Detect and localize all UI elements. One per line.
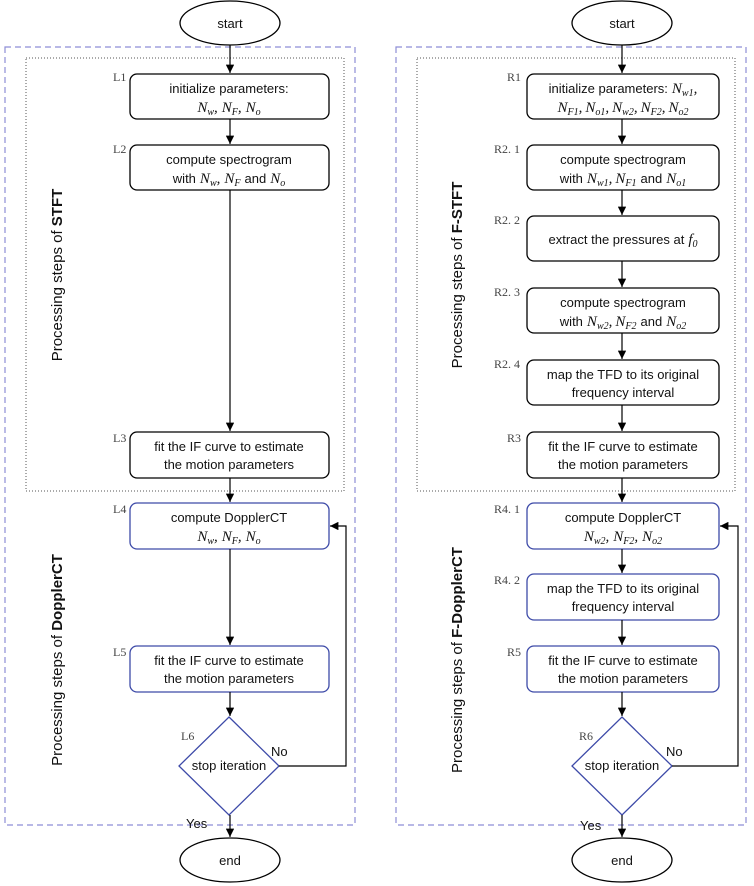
left-l6-text: stop iteration: [192, 758, 266, 773]
left-l1-math: Nw,NF,No: [196, 100, 260, 118]
right-box-r2-1: [526, 144, 720, 191]
right-step-label-r1: R1: [507, 70, 521, 84]
left-step-label-l1: L1: [113, 70, 126, 84]
left-step-label-l3: L3: [113, 431, 126, 445]
left-l3-line1: fit the IF curve to estimate: [154, 439, 304, 454]
right-box-r4-1: [526, 502, 720, 550]
right-arrow-loop-no: [672, 521, 739, 767]
right-r5-line1: fit the IF curve to estimate: [548, 653, 698, 668]
right-flowchart: start R1 initialize parameters:Nw1, NF1,…: [395, 0, 747, 883]
left-section-dct-label: Processing steps of DopplerCT: [49, 554, 66, 766]
left-outer-frame: [4, 46, 356, 826]
right-section-fstft-label: Processing steps of F-STFT: [449, 182, 466, 369]
left-step-label-l4: L4: [113, 502, 126, 516]
right-yes-label: Yes: [580, 818, 602, 833]
right-r4-2-line1: map the TFD to its original: [547, 581, 699, 596]
right-step-label-r2-2: R2. 2: [494, 213, 520, 227]
left-yes-label: Yes: [186, 816, 208, 831]
right-no-label: No: [666, 744, 683, 759]
left-flowchart: start L1 initialize parameters: Nw,NF,No…: [4, 0, 356, 883]
left-arrow-loop-no: [279, 521, 347, 767]
right-step-label-r2-4: R2. 4: [494, 357, 520, 371]
right-r4-2-line2: frequency interval: [572, 599, 675, 614]
right-r4-1-math: Nw2,NF2,No2: [583, 529, 662, 547]
left-section-stft-label: Processing steps of STFT: [49, 189, 66, 362]
right-fstft-frame: [416, 57, 736, 492]
right-step-label-r5: R5: [507, 645, 521, 659]
right-r2-3-line1: compute spectrogram: [560, 295, 686, 310]
right-r4-1-line1: compute DopplerCT: [565, 510, 681, 525]
right-step-label-r2-3: R2. 3: [494, 285, 520, 299]
right-end-text: end: [611, 853, 633, 868]
left-l4-line1: compute DopplerCT: [171, 510, 287, 525]
left-end-terminal: [179, 837, 281, 883]
right-r3-line1: fit the IF curve to estimate: [548, 439, 698, 454]
right-start-text: start: [609, 16, 635, 31]
left-l2-line1: compute spectrogram: [166, 152, 292, 167]
right-box-r3: [526, 431, 720, 479]
right-step-label-r3: R3: [507, 431, 521, 445]
left-l3-line2: the motion parameters: [164, 457, 295, 472]
left-decision-l6: [178, 716, 280, 816]
right-r3-line2: the motion parameters: [558, 457, 689, 472]
left-l5-line1: fit the IF curve to estimate: [154, 653, 304, 668]
right-box-r5: [526, 645, 720, 693]
right-outer-frame: [395, 46, 747, 826]
right-r2-1-line1: compute spectrogram: [560, 152, 686, 167]
right-r1-line1: initialize parameters:Nw1,: [549, 81, 698, 99]
right-r6-text: stop iteration: [585, 758, 659, 773]
right-r5-line2: the motion parameters: [558, 671, 689, 686]
right-r2-4-line1: map the TFD to its original: [547, 367, 699, 382]
right-end-terminal: [571, 837, 673, 883]
left-l5-line2: the motion parameters: [164, 671, 295, 686]
left-l1-line1: initialize parameters:: [169, 81, 288, 96]
right-box-r2-2: [526, 215, 720, 262]
right-box-r2-4: [526, 359, 720, 406]
right-box-r1: [526, 73, 720, 120]
right-r1-math: NF1,No1,Nw2,NF2,No2: [557, 100, 689, 118]
right-section-fdct-label: Processing steps of F-DopplerCT: [449, 547, 466, 773]
right-step-label-r6: R6: [579, 729, 593, 743]
left-no-label: No: [271, 744, 288, 759]
left-step-label-l2: L2: [113, 142, 126, 156]
left-start-text: start: [217, 16, 243, 31]
right-step-label-r4-2: R4. 2: [494, 573, 520, 587]
right-box-r2-3: [526, 287, 720, 334]
left-step-label-l5: L5: [113, 645, 126, 659]
right-r2-4-line2: frequency interval: [572, 385, 675, 400]
right-box-r4-2: [526, 573, 720, 621]
right-step-label-r2-1: R2. 1: [494, 142, 520, 156]
left-step-label-l6: L6: [181, 729, 194, 743]
left-l4-math: Nw,NF,No: [196, 529, 260, 547]
right-step-label-r4-1: R4. 1: [494, 502, 520, 516]
left-end-text: end: [219, 853, 241, 868]
left-stft-frame: [25, 57, 345, 492]
